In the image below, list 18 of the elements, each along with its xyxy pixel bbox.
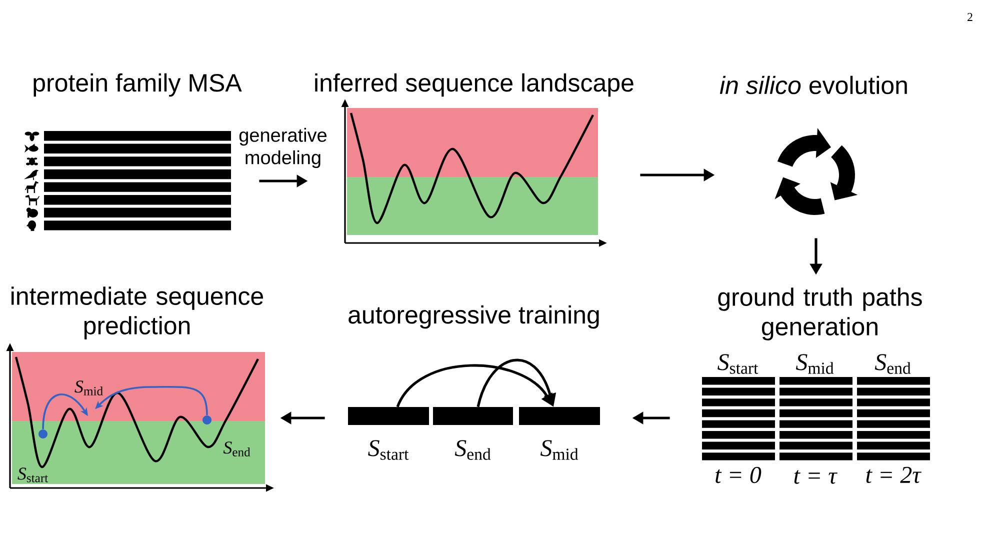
stage-title: protein family MSA	[34, 73, 242, 97]
stage-title: autoregressive training	[348, 305, 599, 329]
page-number: 2	[968, 13, 972, 21]
stage-title: in silico evolution	[720, 76, 907, 94]
column-label: S$_{start}$	[718, 354, 758, 374]
sequence-label: S$_{start}$	[368, 440, 409, 460]
sequence-label: S$_{end}$	[223, 442, 250, 456]
sequence-label: S$_{mid}$	[540, 440, 578, 460]
column-label: S$_{end}$	[874, 354, 911, 374]
curved-arrow	[476, 358, 556, 408]
sequence-label: S$_{end}$	[454, 440, 491, 460]
sequence-label: S$_{start}$	[18, 468, 48, 482]
curved-arrow	[396, 364, 554, 408]
stage-title: ground truth paths generation	[718, 288, 922, 340]
edge-label: generative modeling	[234, 126, 332, 170]
stage-title: intermediate sequence prediction	[12, 286, 264, 340]
stage-title: inferred sequence landscape	[315, 73, 634, 97]
column-label: S$_{mid}$	[796, 354, 834, 374]
